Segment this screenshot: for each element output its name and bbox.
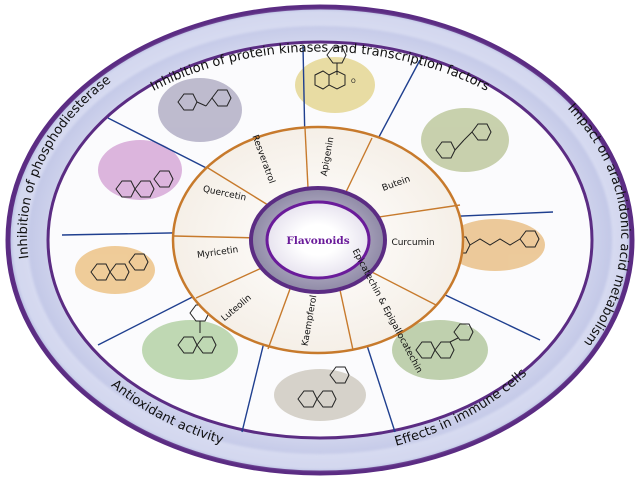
spoke: [363, 267, 437, 306]
spoke: [195, 265, 267, 299]
butein-image: [421, 108, 509, 172]
spoke: [371, 59, 421, 151]
spoke: [173, 235, 261, 239]
compound-label-curcumin: Curcumin: [391, 238, 434, 248]
myricetin-image: [75, 246, 155, 294]
spoke: [345, 137, 373, 193]
spoke: [207, 167, 269, 206]
epicatechin-structure-icon: [415, 323, 474, 359]
molecule-structures: O: [90, 46, 540, 408]
spoke: [241, 329, 268, 433]
epicatechin-image: [392, 320, 488, 380]
luteolin-image: [142, 320, 238, 380]
svg-text:O: O: [351, 78, 356, 85]
spoke: [304, 127, 309, 189]
butein-structure-icon: [435, 123, 492, 159]
myricetin-structure-icon: [90, 253, 149, 281]
outer-ring-texture: [12, 10, 628, 470]
spoke: [267, 288, 291, 350]
spoke: [371, 204, 461, 219]
center-hub: [265, 200, 371, 280]
apigenin-image: [295, 57, 375, 113]
quercetin-structure-icon: [115, 170, 174, 198]
apigenin-structure-icon: O: [314, 46, 356, 90]
curcumin-image: [445, 219, 545, 271]
kaempferol-structure-icon: [297, 366, 350, 408]
center-title: Flavonoids: [286, 235, 349, 247]
resveratrol-image: [158, 78, 242, 142]
spoke: [339, 289, 354, 351]
resveratrol-structure-icon: [177, 89, 232, 111]
compound-dividers: [173, 127, 461, 351]
